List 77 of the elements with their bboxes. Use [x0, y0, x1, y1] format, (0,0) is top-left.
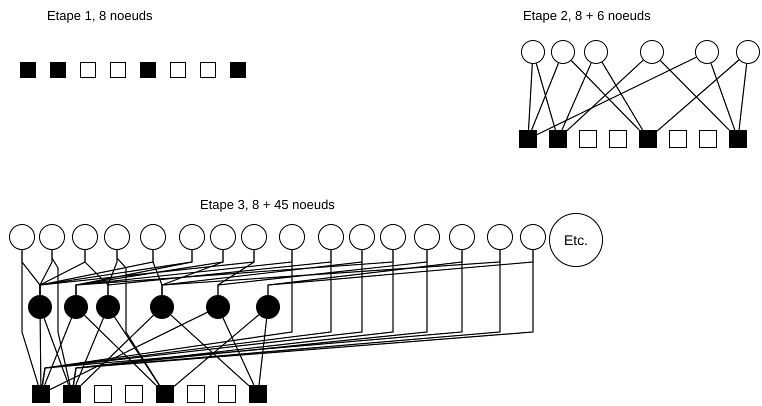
- circle-node: [521, 40, 545, 64]
- connector-line: [114, 316, 160, 386]
- connector-line: [75, 318, 104, 386]
- square-node: [669, 130, 687, 148]
- square-node: [32, 385, 50, 403]
- circle-node: [9, 224, 35, 250]
- stage-title: Etape 3, 8 + 45 noeuds: [200, 197, 335, 212]
- square-node: [170, 62, 186, 78]
- circle-node: [349, 224, 375, 250]
- square-node: [80, 62, 96, 78]
- circle-node: [487, 224, 513, 250]
- connector-line: [222, 318, 254, 386]
- square-node: [156, 385, 174, 403]
- square-node: [639, 130, 657, 148]
- connector-line: [738, 64, 748, 130]
- square-node: [140, 62, 156, 78]
- connector-line: [536, 56, 696, 136]
- square-node: [249, 385, 267, 403]
- circle-node: [449, 224, 475, 250]
- circle-node: Etc.: [549, 213, 603, 267]
- circle-node: [28, 295, 52, 319]
- circle-node: [104, 224, 130, 250]
- circle-node: [551, 40, 575, 64]
- circle-node: [72, 224, 98, 250]
- square-node: [549, 130, 567, 148]
- connector-line: [116, 250, 160, 386]
- circle-node: [210, 224, 236, 250]
- circle-node: [64, 295, 88, 319]
- connector-line: [170, 314, 250, 386]
- circle-node: [695, 40, 719, 64]
- connector-line: [258, 318, 268, 386]
- circle-node: [414, 224, 440, 250]
- circle-node: [256, 295, 280, 319]
- circle-node: [39, 224, 65, 250]
- circle-node: [150, 295, 174, 319]
- square-node: [579, 130, 597, 148]
- connector-line: [40, 319, 42, 385]
- circle-node: [179, 224, 205, 250]
- square-node: [20, 62, 36, 78]
- square-node: [125, 385, 143, 403]
- square-node: [609, 130, 627, 148]
- square-node: [519, 130, 537, 148]
- connector-line: [42, 250, 463, 386]
- square-node: [94, 385, 112, 403]
- connector-line: [174, 314, 260, 387]
- circle-node: [380, 224, 406, 250]
- square-node: [187, 385, 205, 403]
- square-node: [218, 385, 236, 403]
- circle-node: [736, 40, 760, 64]
- circle-node: [318, 224, 344, 250]
- circle-node: [241, 224, 267, 250]
- connector-line: [528, 64, 533, 130]
- square-node: [729, 130, 747, 148]
- connector-line: [536, 63, 556, 130]
- connector-line: [561, 62, 592, 130]
- connector-line: [602, 62, 644, 130]
- connector-line: [660, 60, 730, 130]
- square-node: [699, 130, 717, 148]
- circle-node: [640, 40, 664, 64]
- circle-node: [140, 224, 166, 250]
- connector-line: [656, 59, 740, 132]
- square-node: [63, 385, 81, 403]
- circle-node: [206, 295, 230, 319]
- square-node: [230, 62, 246, 78]
- circle-node: [520, 224, 546, 250]
- stage-title: Etape 2, 8 + 6 noeuds: [523, 8, 651, 23]
- circle-node: [584, 40, 608, 64]
- circle-node: [279, 224, 305, 250]
- square-node: [200, 62, 216, 78]
- square-node: [50, 62, 66, 78]
- connector-line: [531, 62, 560, 130]
- circle-node: [96, 295, 120, 319]
- connector-line: [51, 250, 71, 386]
- square-node: [110, 62, 126, 78]
- connector-line: [50, 312, 208, 390]
- stage-title: Etape 1, 8 noeuds: [47, 8, 153, 23]
- connector-line: [710, 63, 736, 130]
